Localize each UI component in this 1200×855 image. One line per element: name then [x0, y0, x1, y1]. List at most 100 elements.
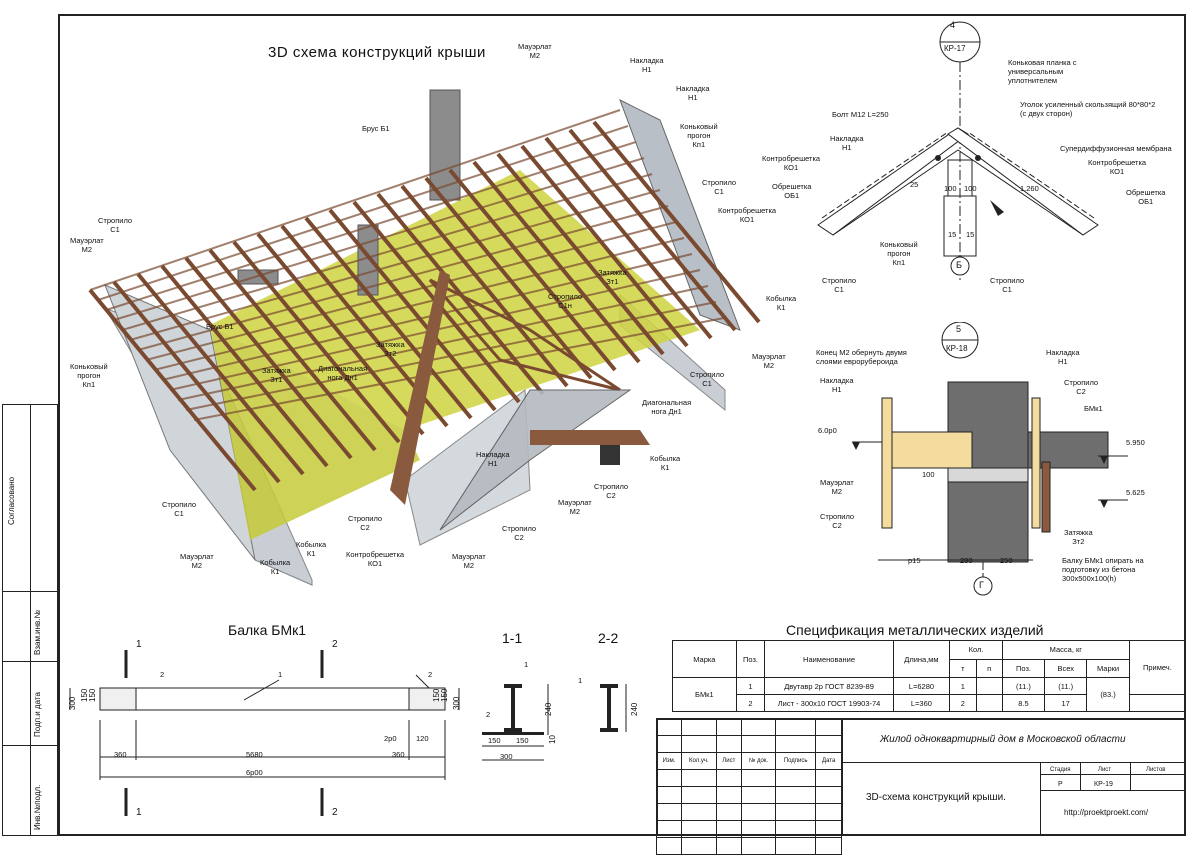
spec-h-massa: Масса, кг — [1001, 640, 1130, 660]
tb-list: КР-19 — [1094, 781, 1113, 788]
spec-h-marka: Марка — [672, 640, 737, 678]
tb-stadiya-h: Стадия — [1050, 767, 1071, 773]
sec22-callout-1: 1 — [578, 676, 583, 685]
batten — [153, 237, 685, 371]
beam-callout-1: 1 — [278, 670, 283, 679]
beam-callout-2b: 2 — [428, 670, 433, 679]
node4-dim-100a: 100 — [944, 184, 957, 193]
rafter — [592, 120, 761, 324]
spec-cell — [975, 677, 1003, 695]
gable-right — [619, 98, 741, 331]
batten — [129, 189, 661, 341]
rafter — [568, 128, 737, 332]
batten — [121, 173, 653, 331]
spec-cell: 2 — [949, 694, 977, 712]
sec22-title: 2-2 — [598, 630, 619, 646]
node4-dim-25: 25 — [910, 180, 919, 189]
sections-drawing — [482, 684, 627, 761]
spec-cell: БМк1 — [672, 677, 737, 712]
node5-level-2: 5.950 — [1126, 438, 1145, 447]
rafter — [328, 208, 497, 412]
rafter — [112, 280, 281, 484]
insulation — [210, 170, 700, 430]
spec-cell: Лист - 300х10 ГОСТ 19903-74 — [764, 694, 894, 712]
rafter — [448, 168, 617, 372]
node5-dim-280: 280 — [960, 556, 973, 565]
sec11-callout-1: 1 — [524, 660, 529, 669]
spec-cell: 2 — [735, 694, 766, 712]
side-stamp: Согласовано Взам.инв.№ Подп.и дата Инв.№… — [2, 404, 58, 836]
beam-dim-left: 360 — [114, 750, 127, 759]
sheet-frame — [58, 14, 1186, 836]
beam-dim-mid: 5680 — [246, 750, 263, 759]
batten — [161, 253, 693, 381]
batten — [105, 141, 637, 311]
beam-dim-vr-2: 150 — [440, 688, 449, 702]
n5-mauerlat — [881, 431, 973, 469]
sec11-dim-240: 240 — [544, 702, 553, 716]
node4-lbl-membrana: Супердиффузионная мембрана — [1060, 144, 1172, 153]
node5-badge-num: 5 — [956, 324, 962, 334]
spec-cell — [1128, 694, 1187, 712]
sec11-dim-300: 300 — [500, 752, 513, 761]
tb-col-izm: Изм. — [655, 752, 683, 770]
tb-sheet-name: 3D-схема конструкций крыши. — [866, 792, 1006, 803]
tb-col-podp: Подпись — [774, 752, 817, 770]
spec-cell: 1 — [735, 677, 766, 695]
node5-level-1: 6.0р0 — [818, 426, 837, 435]
sec22-dim-240: 240 — [630, 702, 639, 716]
batten — [113, 157, 645, 321]
beam-callout-2a: 2 — [160, 670, 165, 679]
batten — [177, 285, 709, 401]
node5-level-3: 5.625 — [1126, 488, 1145, 497]
rafter — [544, 136, 713, 340]
tb-col-data: Дата — [815, 752, 842, 770]
tb-list-h: Лист — [1098, 767, 1112, 773]
spec-h-prim: Примеч. — [1128, 640, 1187, 695]
spec-cell: (11.) — [1001, 677, 1046, 695]
stamp-soglasovano: Согласовано — [7, 476, 16, 525]
node4-dim-15b: 15 — [966, 230, 975, 239]
spec-cell: Двутавр 2р ГОСТ 8239-89 — [764, 677, 894, 695]
beam-dim-total: 6р00 — [246, 768, 263, 777]
rafter — [184, 256, 353, 460]
rafters-group — [88, 109, 761, 492]
wall-front — [404, 389, 531, 546]
spec-title: Спецификация металлических изделий — [786, 622, 1044, 638]
spec-h-kol: Кол. — [949, 640, 1003, 660]
spec-h-n: п — [975, 658, 1003, 678]
beam-title: Балка БМк1 — [228, 622, 307, 638]
node5-dim-r15: р15 — [908, 556, 921, 565]
rafter — [136, 272, 305, 476]
lbl-brus-b1: Брус Б1 — [206, 322, 234, 331]
tb-stadiya: Р — [1058, 781, 1063, 788]
beam-secmark-1a: 1 — [136, 639, 142, 650]
node5-dim-250: 250 — [1000, 556, 1013, 565]
node4-marker: Б — [956, 260, 962, 270]
